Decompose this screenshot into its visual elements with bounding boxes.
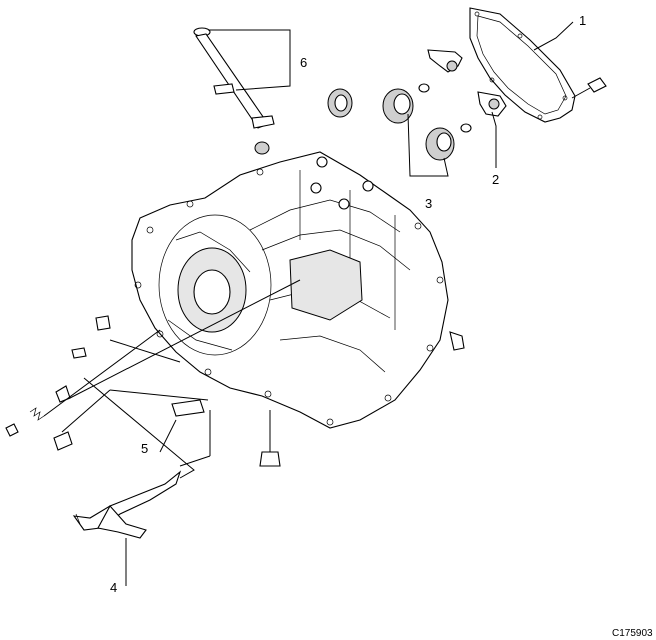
pin — [71, 347, 87, 359]
magnet-block — [171, 399, 205, 417]
callout-6: 6 — [300, 55, 307, 70]
callout-2: 2 — [492, 172, 499, 187]
oil-seal — [327, 88, 353, 118]
seal-ring-lower — [425, 127, 455, 161]
plug-bottom-left — [53, 431, 73, 451]
figure-code: C175903 — [612, 628, 653, 639]
dowel-pin — [95, 315, 111, 331]
shift-lever-upper — [427, 49, 463, 73]
release-fork — [72, 470, 182, 539]
shift-shaft — [193, 27, 275, 155]
seal-ring-upper — [382, 88, 414, 124]
transmission-case — [131, 151, 449, 429]
callout-5: 5 — [141, 441, 148, 456]
callout-3: 3 — [425, 196, 432, 211]
screw — [5, 423, 19, 437]
leader-lines — [43, 21, 574, 586]
cover-bolt — [571, 77, 607, 99]
case-bolt-bottom — [259, 410, 281, 467]
small-plug-a — [418, 83, 430, 93]
shift-lever-lower — [477, 91, 507, 117]
small-plug-b — [460, 123, 472, 133]
clip — [55, 385, 71, 403]
callout-1: 1 — [579, 13, 586, 28]
spring — [29, 407, 45, 421]
callout-4: 4 — [110, 580, 117, 595]
case-plug-right — [449, 331, 465, 351]
side-cover-plate — [469, 7, 576, 123]
